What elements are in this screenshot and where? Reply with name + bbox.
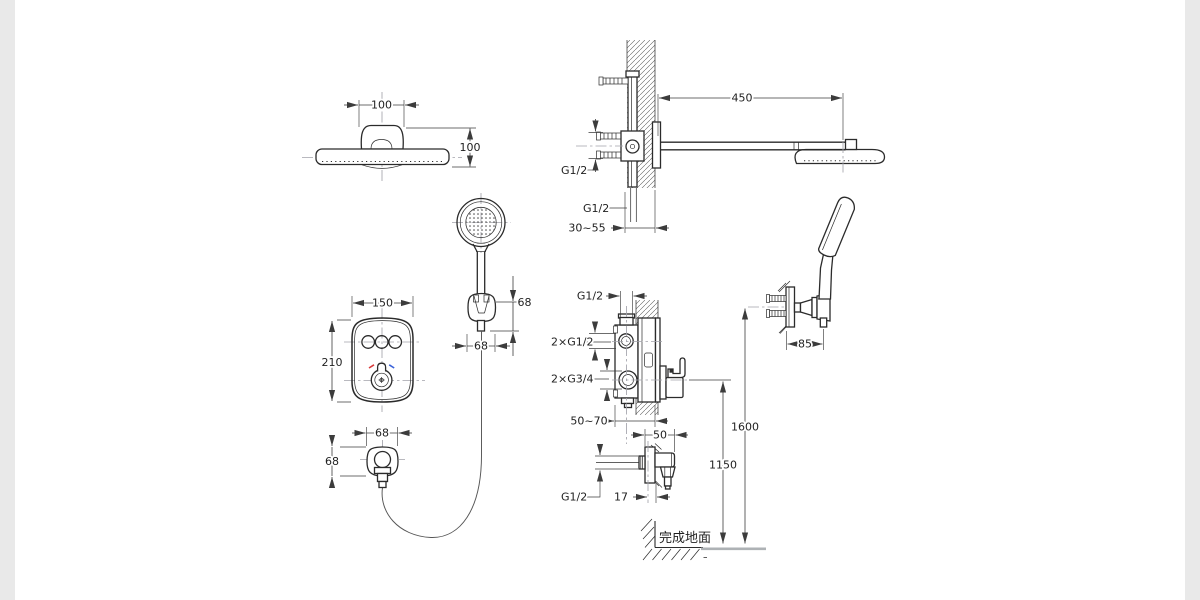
handshower-holder-side-view: 85 xyxy=(766,196,856,352)
dim-elbow-offset: 17 xyxy=(614,491,628,504)
dim-bracket-drop: 68 xyxy=(518,296,532,309)
screw-icon xyxy=(766,294,770,303)
label-valve-inlet-thread: 2×G1/2 xyxy=(551,336,593,349)
elbow-wall-plate xyxy=(644,446,656,484)
holder-clamp xyxy=(811,296,818,319)
handshower-front-view: 68 68 xyxy=(381,193,533,538)
handshower-head xyxy=(456,197,506,248)
floor-hatch xyxy=(642,548,707,561)
dim-overhead-width: 100 xyxy=(371,99,392,112)
shower-hose xyxy=(381,331,482,538)
dim-arm-length: 450 xyxy=(732,92,753,105)
dim-overhead-height: 100 xyxy=(460,141,481,154)
diverter-button xyxy=(361,335,376,349)
shower-mount-outline xyxy=(360,124,404,150)
shower-arm-side-view: 450 G1/2 G1/2 30~55 xyxy=(559,40,886,236)
dim-outlet-width: 68 xyxy=(375,427,389,440)
screw-icon xyxy=(598,76,604,86)
dim-bracket-width: 68 xyxy=(474,340,488,353)
valve-escutcheon xyxy=(637,317,657,403)
label-valve-outlet-thread: 2×G3/4 xyxy=(551,373,593,386)
dim-panel-width: 150 xyxy=(372,297,393,310)
diverter-button xyxy=(388,335,403,349)
hose-connector xyxy=(378,480,387,489)
floor-line: 完成地面 xyxy=(640,518,766,561)
screw-icon xyxy=(766,309,770,318)
spray-face xyxy=(465,206,497,239)
valve-lever xyxy=(667,357,686,379)
left-page-margin xyxy=(0,0,15,600)
right-page-margin xyxy=(1185,0,1200,600)
control-panel-front-view: 150 210 xyxy=(320,295,425,412)
arm-escutcheon xyxy=(651,121,662,169)
dim-panel-height: 210 xyxy=(322,356,343,369)
height-dimensions: 1600 1150 xyxy=(689,306,785,544)
shower-plate-outline xyxy=(315,148,450,166)
elbow-outlet xyxy=(663,476,672,487)
control-panel-outline xyxy=(351,317,414,403)
dim-elbow-width: 50 xyxy=(653,429,667,442)
label-valve-top-thread: G1/2 xyxy=(577,290,603,303)
elbow-nut xyxy=(659,466,676,478)
dim-valve-wall-depth: 50~70 xyxy=(570,415,607,428)
label-elbow-thread: G1/2 xyxy=(561,491,587,504)
overhead-shower-top-view: 100 100 xyxy=(302,92,482,182)
screw-icon xyxy=(596,131,601,141)
valve-handle-base xyxy=(665,376,684,399)
dim-outlet-height: 68 xyxy=(325,455,339,468)
label-arm-lower-thread: G1/2 xyxy=(583,202,609,215)
wall-hatch xyxy=(640,518,656,548)
label-arm-upper-thread: G1/2 xyxy=(561,164,587,177)
wall-indication-hatch xyxy=(777,280,791,334)
wall-outlet-side-view: 50 G1/2 17 xyxy=(559,427,688,505)
handshower-grip xyxy=(818,251,834,300)
dim-holder-height: 1600 xyxy=(731,421,759,434)
arm-supply-fitting xyxy=(620,130,645,162)
handshower-head-side xyxy=(817,196,856,258)
overhead-shower-side xyxy=(794,148,886,165)
wall-outlet-front-view: 68 68 xyxy=(323,425,412,489)
diverter-button xyxy=(374,335,389,349)
holder-wall-plate xyxy=(785,286,796,328)
handshower-bracket xyxy=(467,292,497,323)
handshower-tube-end xyxy=(819,317,828,328)
finished-floor-label: 完成地面 xyxy=(659,531,711,546)
dim-holder-offset: 85 xyxy=(798,338,812,351)
hot-marker xyxy=(368,364,375,369)
valve-bottom-port xyxy=(623,402,633,409)
handshower-handle xyxy=(476,251,486,294)
cold-marker xyxy=(388,364,395,369)
dim-arm-wall-depth: 30~55 xyxy=(568,222,605,235)
mixer-valve-side-view: G1/2 2×G1/2 2×G3/4 50~70 xyxy=(549,288,688,444)
valve-inlet-port xyxy=(618,333,634,349)
screw-icon xyxy=(596,150,601,160)
dim-valve-height: 1150 xyxy=(709,459,737,472)
